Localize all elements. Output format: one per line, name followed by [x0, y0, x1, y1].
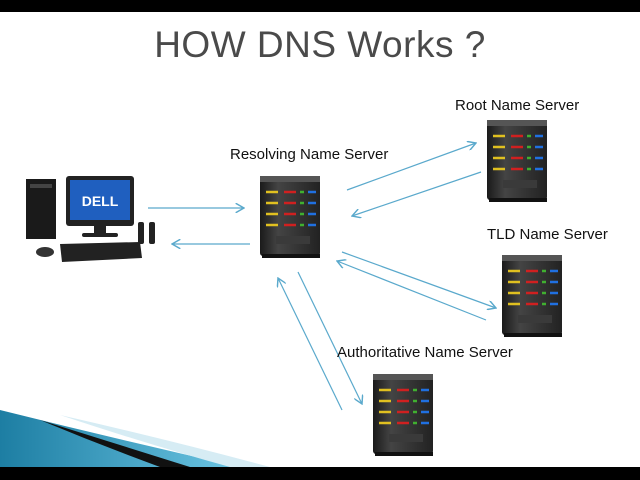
- dell-logo: DELL: [82, 193, 119, 209]
- arrow-resolver-to-authoritative: [297, 271, 362, 404]
- tld-server-icon: [500, 253, 564, 339]
- top-letterbox: [0, 0, 640, 12]
- arrow-resolver-to-root: [346, 143, 476, 191]
- decorative-swoosh: [0, 410, 240, 467]
- arrow-authoritative-to-resolver: [278, 278, 343, 411]
- resolving-server-icon: [258, 174, 322, 260]
- resolving-server-label: Resolving Name Server: [230, 146, 389, 163]
- root-server-label: Root Name Server: [455, 97, 580, 114]
- authoritative-server-label: Authoritative Name Server: [337, 344, 513, 361]
- authoritative-server-icon: [371, 372, 435, 458]
- bottom-letterbox: [0, 467, 640, 480]
- arrow-root-to-resolver: [352, 171, 482, 216]
- page-title: HOW DNS Works ?: [154, 24, 486, 65]
- root-server-icon: [485, 118, 549, 204]
- decorative-swoosh-dark: [40, 420, 190, 467]
- computer-icon: DELL: [26, 176, 155, 262]
- arrow-resolver-to-tld: [341, 251, 496, 308]
- arrow-tld-to-resolver: [337, 261, 487, 321]
- decorative-swoosh-light: [60, 415, 270, 467]
- tld-server-label: TLD Name Server: [487, 226, 608, 243]
